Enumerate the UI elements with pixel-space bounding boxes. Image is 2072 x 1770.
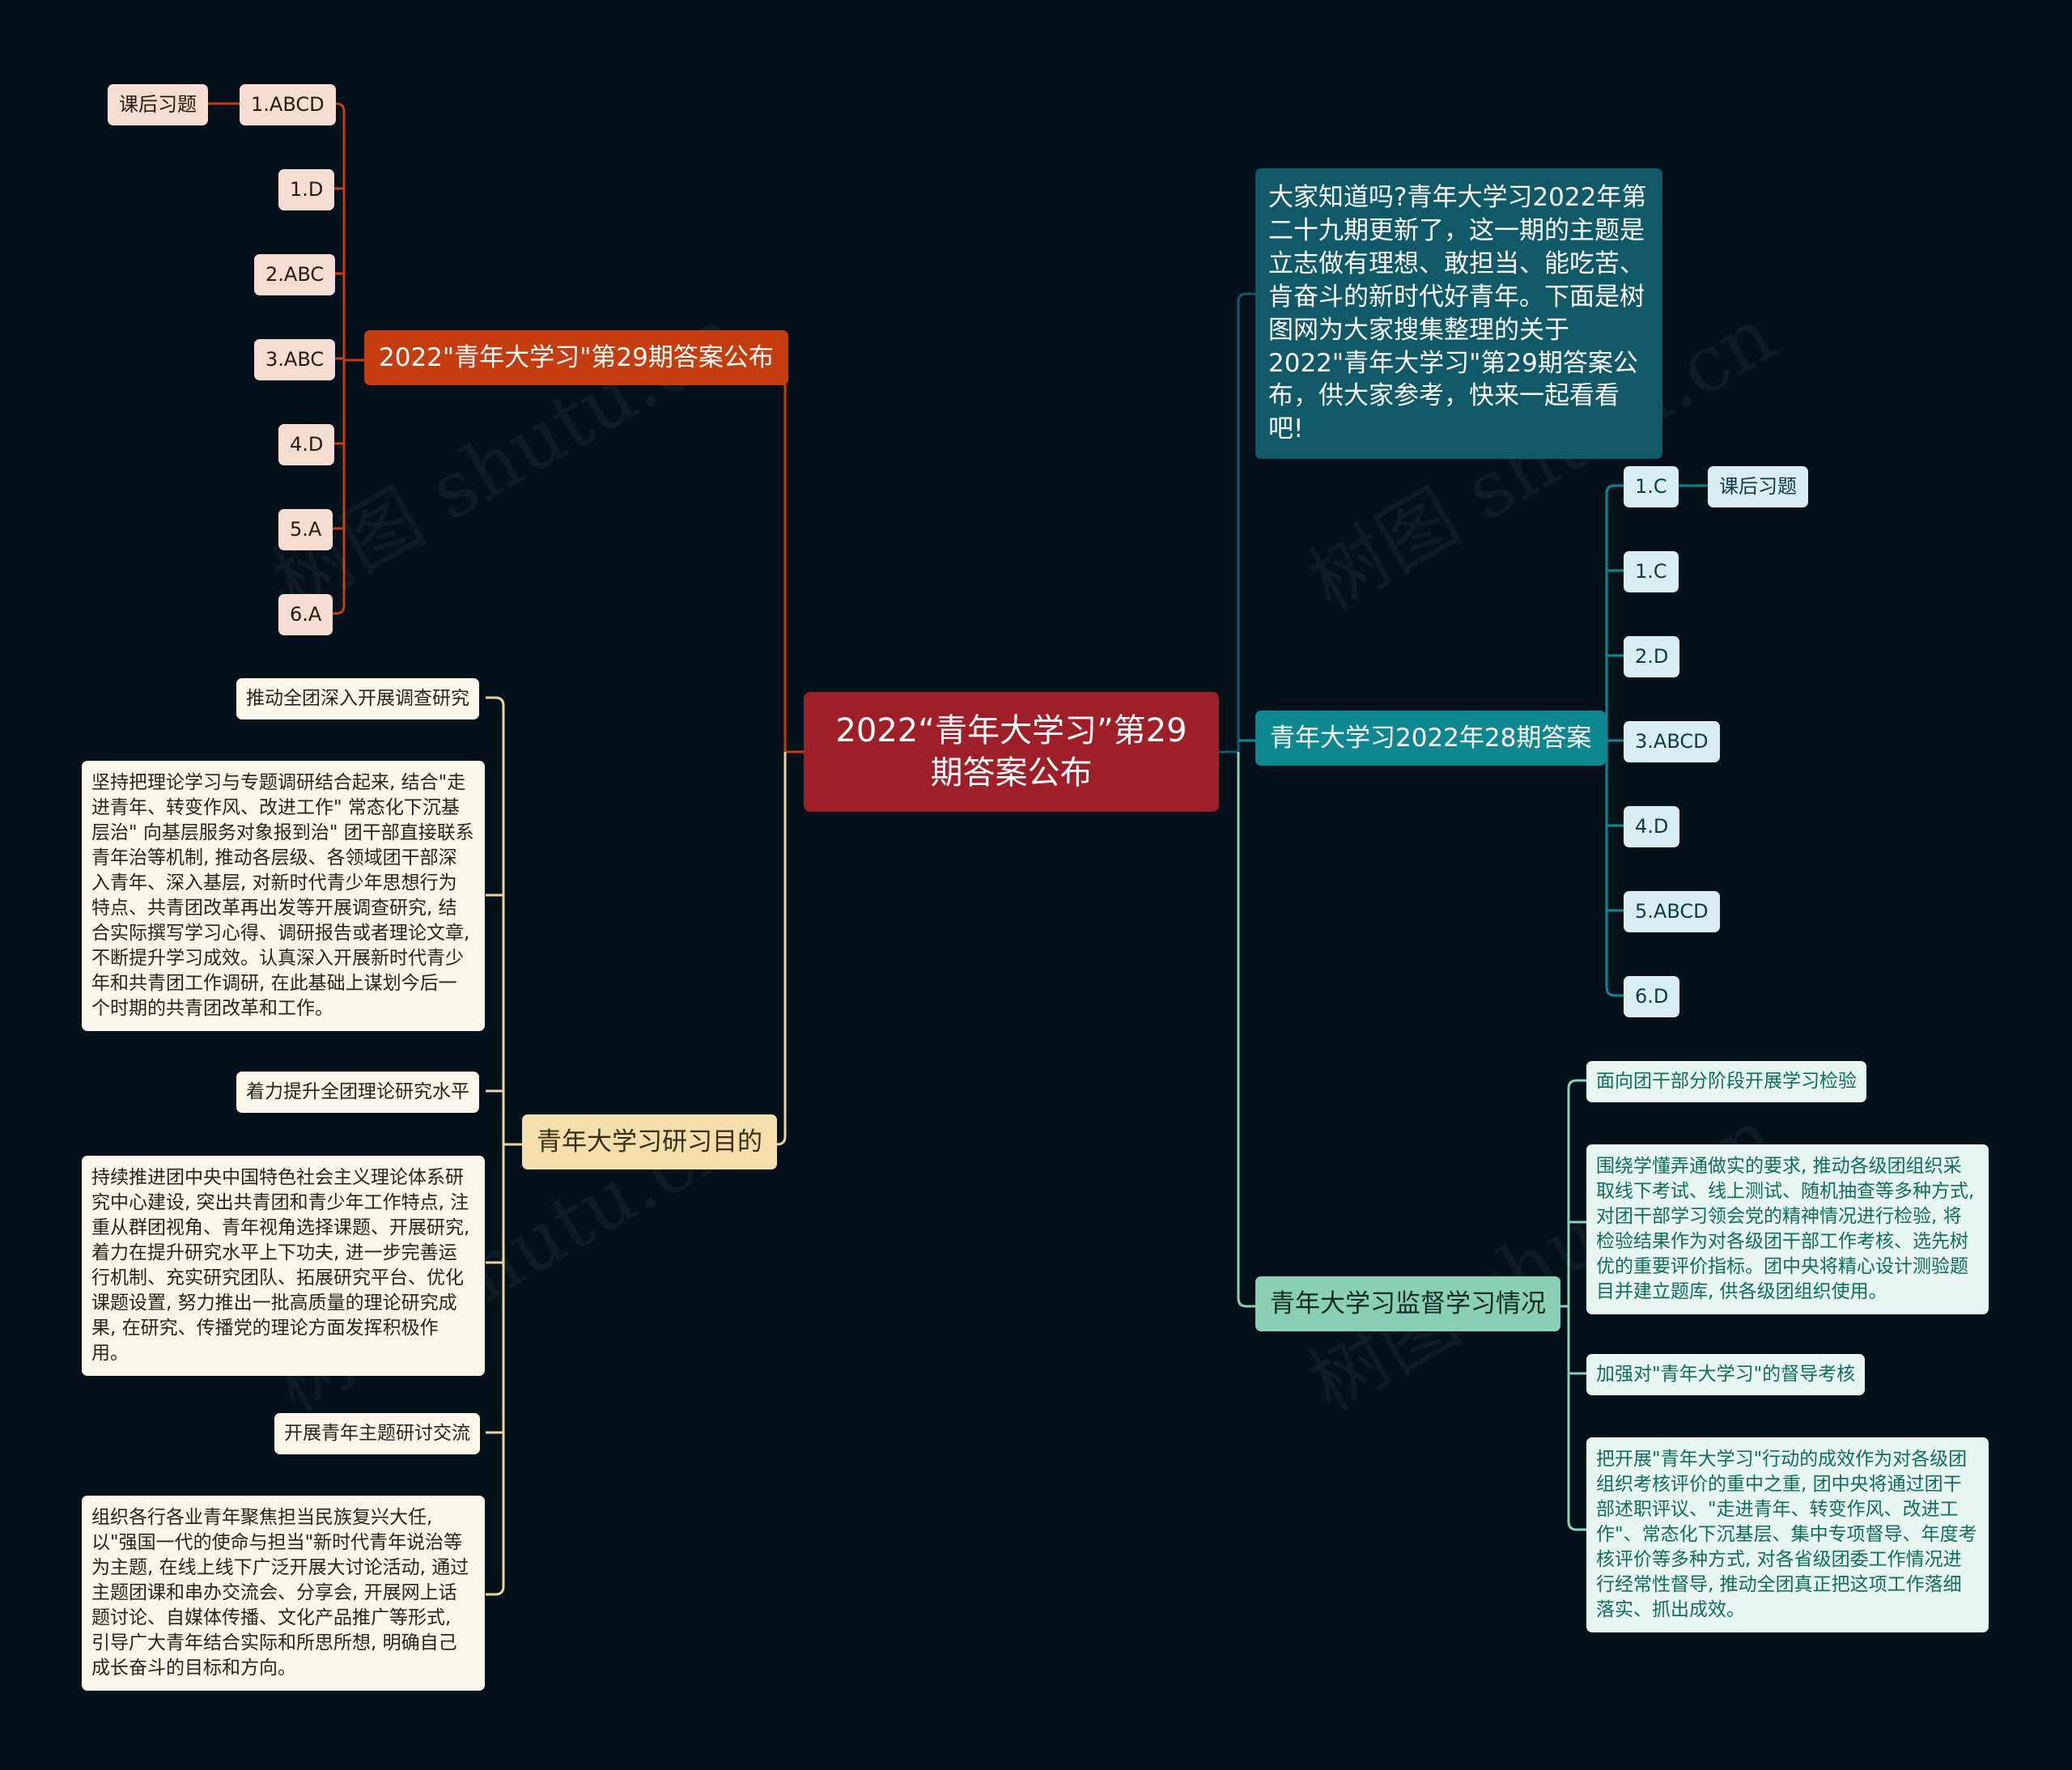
answers29-item[interactable]: 5.A <box>278 509 333 551</box>
purpose-item[interactable]: 持续推进团中央中国特色社会主义理论体系研究中心建设, 突出共青团和青少年工作特点… <box>82 1156 485 1377</box>
purpose-item[interactable]: 组织各行各业青年聚焦担当民族复兴大任, 以"强国一代的使命与担当"新时代青年说治… <box>82 1496 485 1691</box>
branch-answers-29[interactable]: 2022"青年大学习"第29期答案公布 <box>364 330 788 386</box>
answers29-item[interactable]: 6.A <box>278 594 333 636</box>
branch-study-purpose[interactable]: 青年大学习研习目的 <box>522 1114 777 1170</box>
answers28-item[interactable]: 6.D <box>1624 976 1680 1018</box>
answers28-note[interactable]: 课后习题 <box>1708 466 1808 508</box>
link-center-left-purpose <box>767 752 787 1146</box>
supervision-item[interactable]: 把开展"青年大学习"行动的成效作为对各级团组织考核评价的重中之重, 团中央将通过… <box>1586 1437 1989 1633</box>
answers29-item[interactable]: 2.ABC <box>254 254 336 296</box>
link-answers29-trunk <box>342 112 364 605</box>
purpose-item[interactable]: 着力提升全团理论研究水平 <box>236 1072 479 1114</box>
answers29-item[interactable]: 1.D <box>278 169 335 211</box>
purpose-item[interactable]: 坚持把理论学习与专题调研结合起来, 结合"走进青年、转变作风、改进工作" 常态化… <box>82 761 485 1032</box>
branch-answers-28[interactable]: 青年大学习2022年28期答案 <box>1255 711 1607 766</box>
link-center-left <box>767 359 804 753</box>
answers28-item[interactable]: 2.D <box>1624 636 1680 678</box>
answers29-item[interactable]: 4.D <box>278 424 335 466</box>
intro-text-box[interactable]: 大家知道吗?青年大学习2022年第二十九期更新了，这一期的主题是立志做有理想、敢… <box>1255 168 1662 460</box>
supervision-item[interactable]: 围绕学懂弄通做实的要求, 推动各级团组织采取线下考试、线上测试、随机抽查等多种方… <box>1586 1144 1989 1315</box>
answers28-item[interactable]: 1.C <box>1624 466 1679 508</box>
purpose-item[interactable]: 开展青年主题研讨交流 <box>274 1413 480 1455</box>
answers29-item[interactable]: 3.ABC <box>254 339 336 381</box>
purpose-item[interactable]: 推动全团深入开展调查研究 <box>236 678 479 720</box>
supervision-item[interactable]: 加强对"青年大学习"的督导考核 <box>1586 1354 1866 1396</box>
answers28-item[interactable]: 1.C <box>1624 551 1679 593</box>
branch-supervision[interactable]: 青年大学习监督学习情况 <box>1255 1276 1560 1332</box>
answers28-item[interactable]: 5.ABCD <box>1624 891 1720 933</box>
supervision-item[interactable]: 面向团干部分阶段开展学习检验 <box>1586 1061 1866 1103</box>
answers28-item[interactable]: 4.D <box>1624 806 1680 848</box>
answers29-item[interactable]: 1.ABCD <box>240 84 336 126</box>
answers29-note[interactable]: 课后习题 <box>108 84 208 126</box>
central-topic[interactable]: 2022“青年大学习”第29期答案公布 <box>804 692 1219 812</box>
answers28-item[interactable]: 3.ABCD <box>1624 721 1720 763</box>
